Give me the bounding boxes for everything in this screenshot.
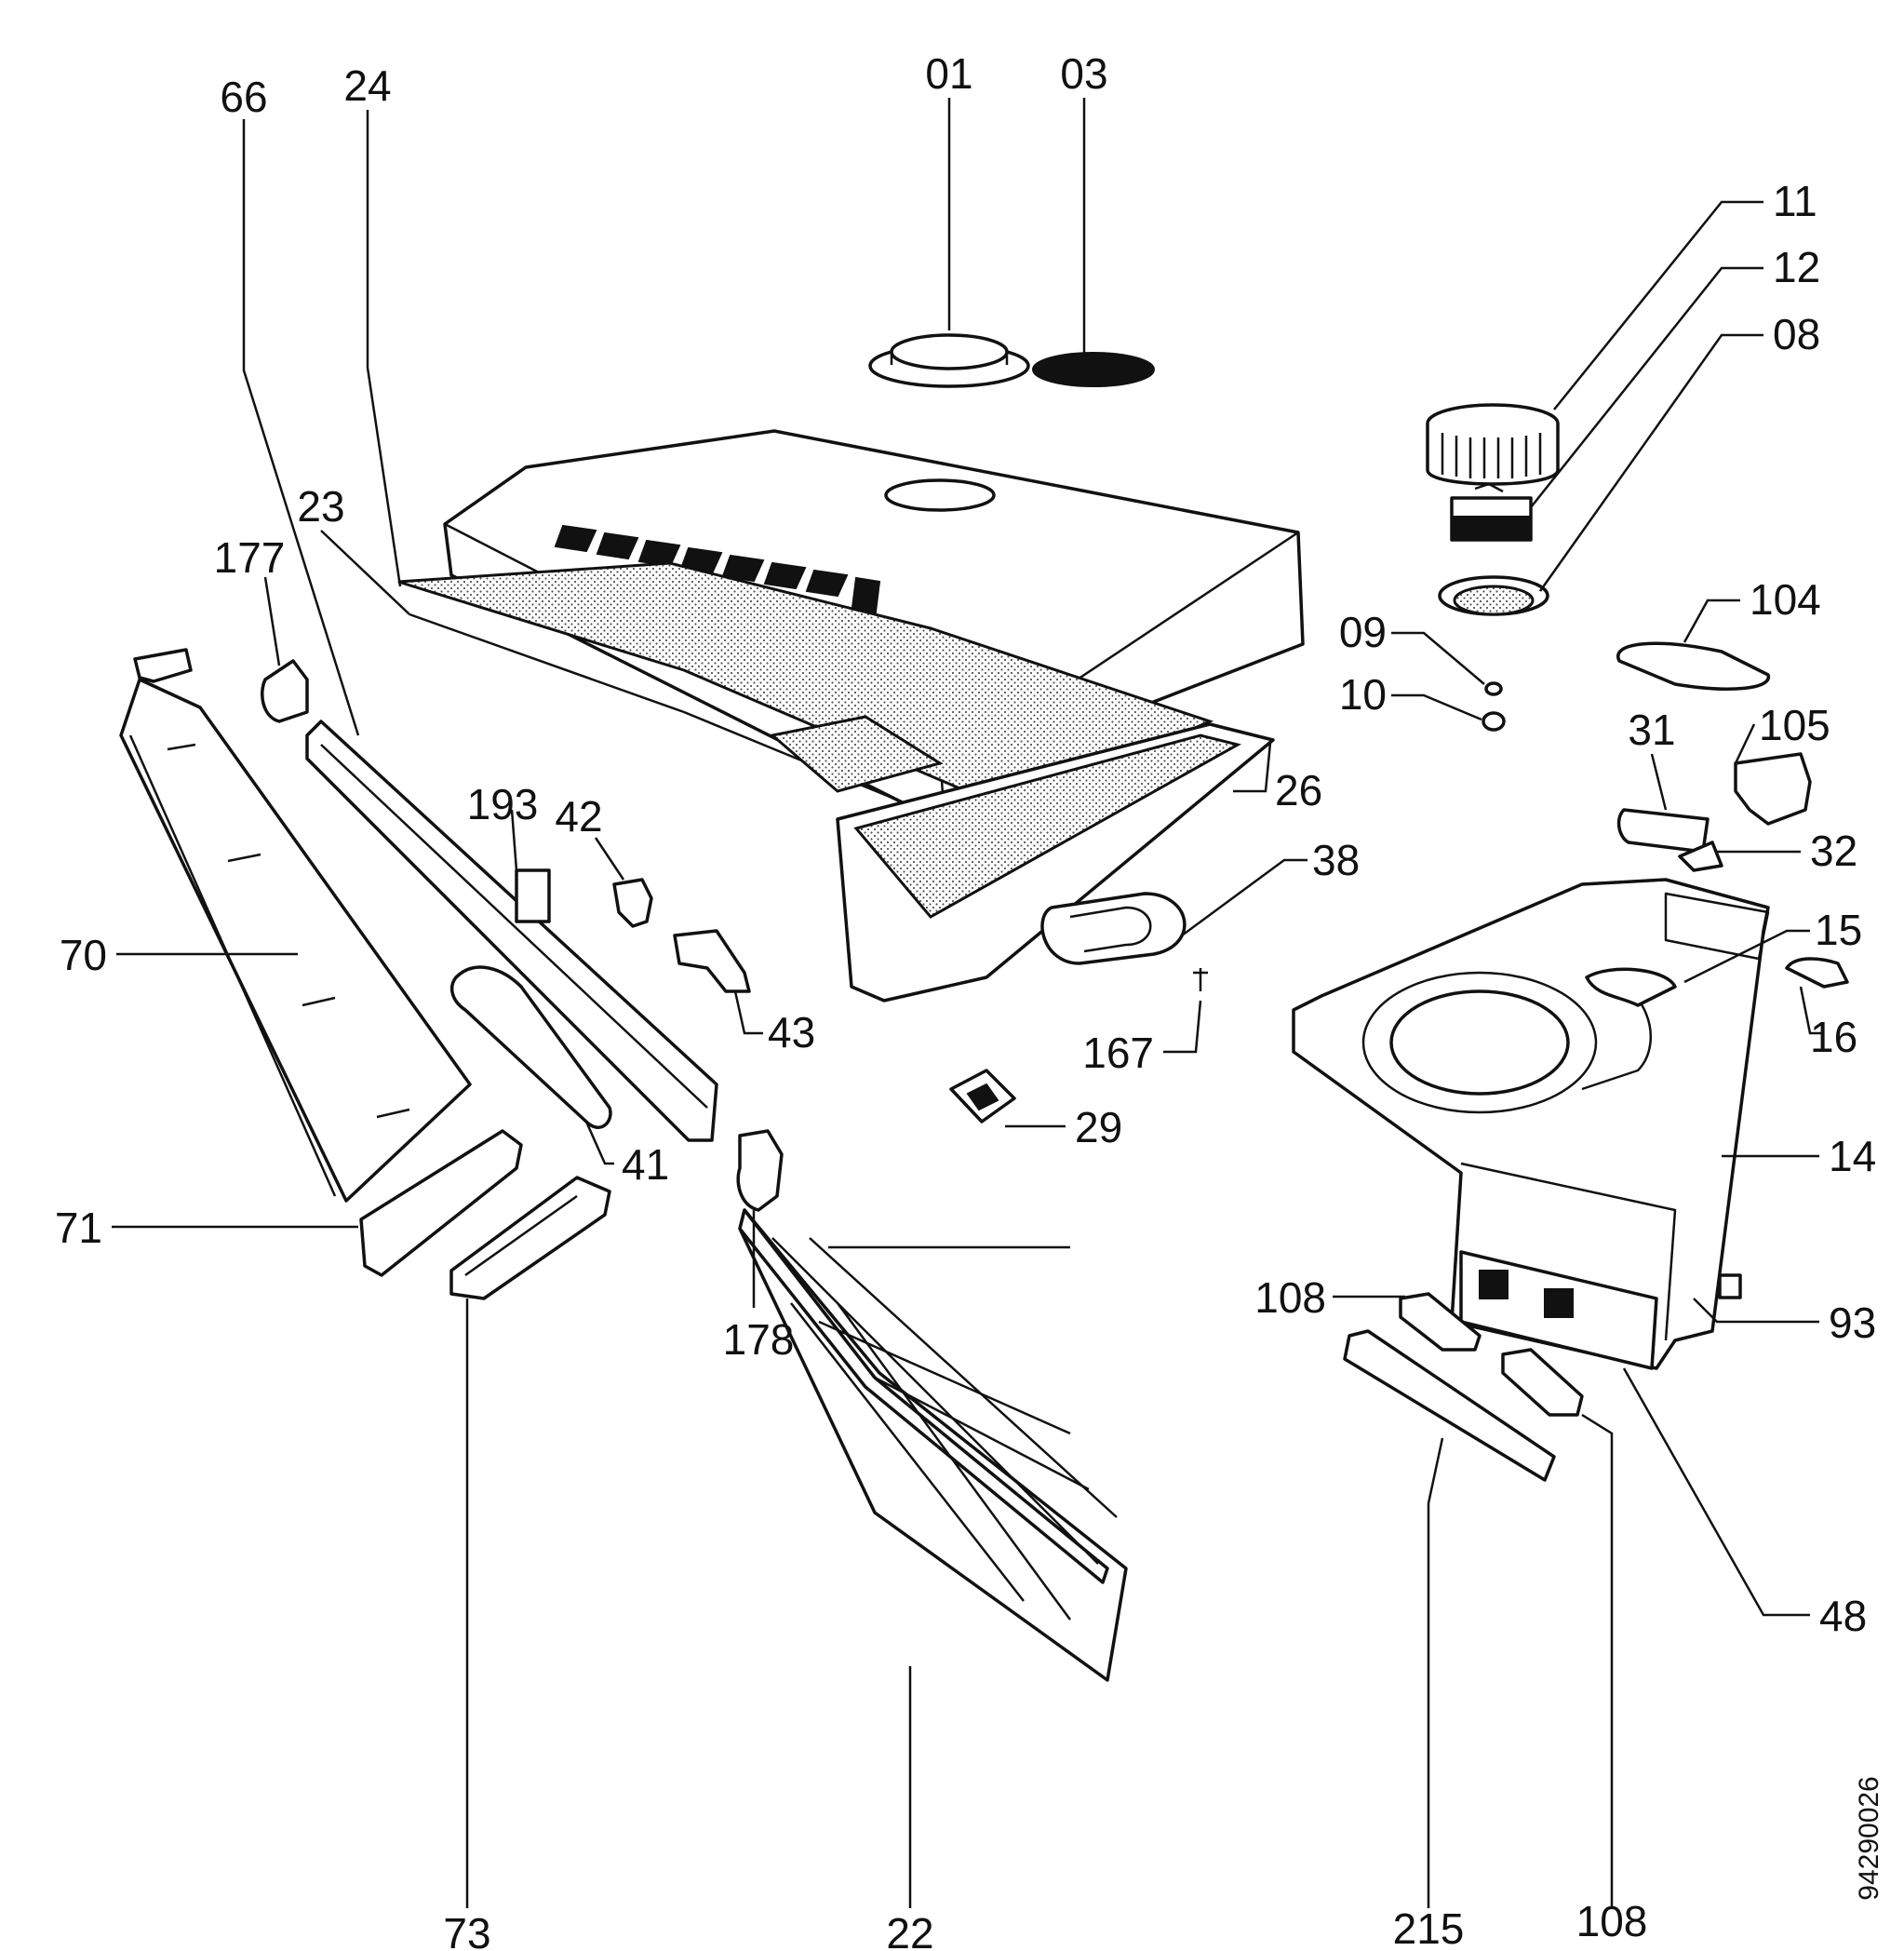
label-73: 73 — [443, 1909, 490, 1951]
label-41: 41 — [622, 1140, 669, 1189]
label-23: 23 — [297, 482, 344, 531]
part-41-strip — [449, 965, 612, 1129]
part-38-tray — [1040, 892, 1187, 965]
label-31: 31 — [1628, 706, 1675, 754]
part-215-rail — [1343, 1329, 1556, 1482]
label-32: 32 — [1810, 827, 1857, 875]
part-66-trim-bar — [305, 720, 718, 1142]
label-215: 215 — [1393, 1904, 1465, 1951]
label-09: 09 — [1339, 608, 1387, 656]
label-14: 14 — [1829, 1132, 1876, 1180]
label-108b: 108 — [1576, 1897, 1648, 1945]
part-71-bracket — [359, 1129, 523, 1277]
label-167: 167 — [1082, 1029, 1154, 1077]
label-16: 16 — [1810, 1013, 1857, 1061]
part-01-duct-ring — [868, 333, 1030, 388]
part-08-fan-wheel — [1438, 575, 1549, 616]
label-48: 48 — [1819, 1592, 1867, 1640]
part-11-filter-cylinder — [1426, 403, 1560, 486]
label-15: 15 — [1815, 906, 1862, 954]
part-03-cover-disk — [1032, 352, 1155, 387]
part-193-plate — [515, 868, 551, 923]
part-48-control-panel — [1459, 1250, 1658, 1370]
part-14-blower-housing — [1292, 878, 1770, 1370]
label-193: 193 — [467, 780, 539, 828]
part-108a-switch — [1399, 1292, 1482, 1352]
label-38: 38 — [1312, 836, 1360, 884]
label-105: 105 — [1759, 701, 1830, 749]
label-01: 01 — [925, 49, 972, 98]
label-93: 93 — [1829, 1298, 1876, 1347]
label-11: 11 — [1773, 177, 1817, 225]
label-70: 70 — [60, 931, 107, 979]
part-42-connector — [612, 878, 653, 928]
label-12: 12 — [1773, 243, 1820, 291]
label-26: 26 — [1275, 766, 1322, 814]
label-108a: 108 — [1254, 1273, 1326, 1322]
part-09-washer — [1484, 681, 1503, 696]
label-24: 24 — [343, 61, 391, 110]
part-105-switch — [1734, 752, 1812, 826]
leader-lines — [112, 98, 1822, 1908]
label-178: 178 — [723, 1315, 795, 1364]
part-12-motor — [1450, 482, 1533, 542]
part-26-base-panel — [836, 722, 1275, 1002]
part-15-cover — [1585, 967, 1677, 1007]
part-32-lamp-holder — [1678, 841, 1723, 872]
part-178-end-cap — [736, 1129, 784, 1212]
label-03: 03 — [1060, 49, 1107, 98]
part-70-glass-panel — [119, 648, 472, 1203]
label-10: 10 — [1339, 670, 1387, 719]
part-labels: 01 03 66 24 23 177 11 12 08 09 10 104 31… — [55, 49, 1884, 1951]
part-167-screw — [1193, 968, 1208, 991]
label-43: 43 — [768, 1008, 815, 1056]
drawing-code: 94290026 — [1854, 1776, 1884, 1900]
part-10-nut — [1482, 711, 1506, 732]
label-29: 29 — [1075, 1103, 1122, 1151]
part-31-bulb — [1616, 808, 1710, 854]
label-42: 42 — [555, 792, 602, 841]
part-177-end-cap — [261, 659, 309, 723]
part-29-clip — [949, 1069, 1016, 1124]
part-22-filter-grid — [738, 1208, 1128, 1682]
part-93-block — [1718, 1273, 1742, 1299]
label-71: 71 — [55, 1204, 102, 1252]
label-08: 08 — [1773, 310, 1820, 358]
part-16-tab — [1785, 957, 1849, 989]
label-22: 22 — [886, 1909, 933, 1951]
part-104-lamp-cover — [1616, 641, 1770, 691]
part-24-filter-frame — [397, 561, 1214, 844]
part-73-bracket — [449, 1176, 611, 1300]
part-43-switch — [673, 929, 751, 993]
label-66: 66 — [220, 73, 267, 121]
label-104: 104 — [1750, 575, 1821, 624]
part-108b-switch — [1501, 1348, 1584, 1417]
label-177: 177 — [214, 533, 286, 582]
